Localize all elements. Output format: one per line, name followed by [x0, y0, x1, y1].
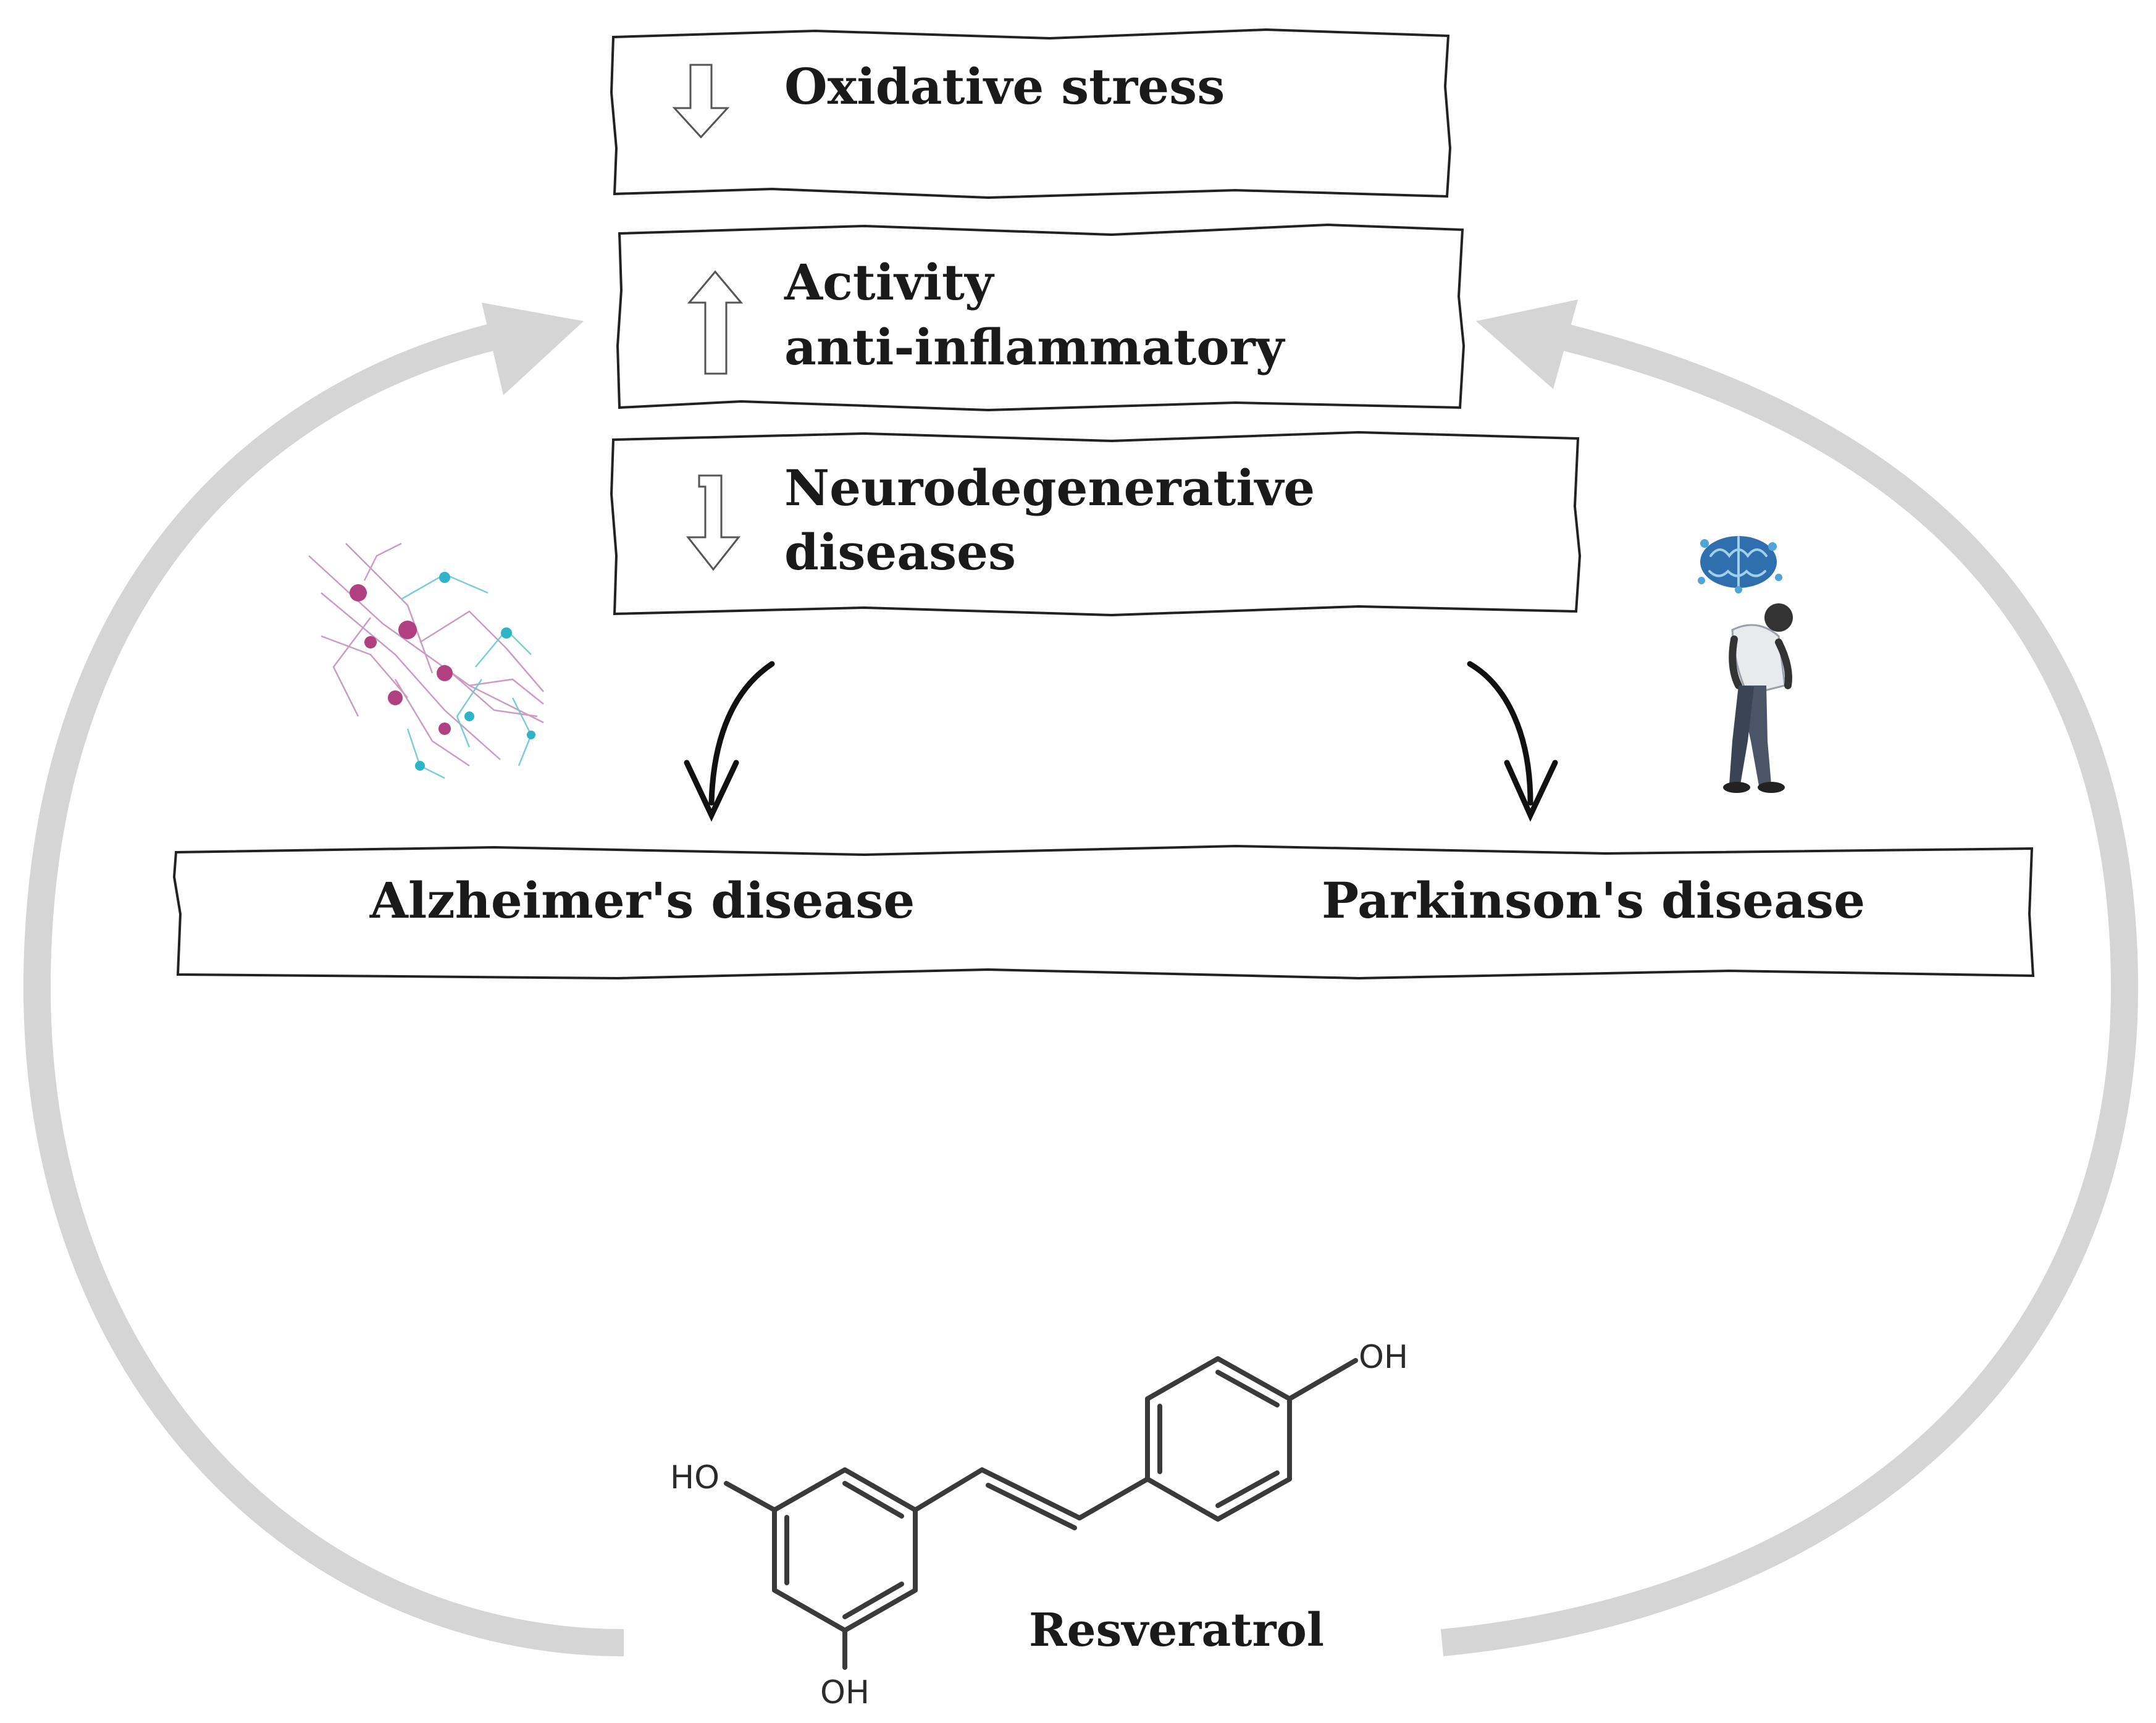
oh-top-bond	[1287, 1358, 1358, 1401]
left-benzene-ring	[772, 1467, 918, 1633]
activity-label-line1: Activity	[784, 253, 995, 311]
alzheimers-label: Alzheimer's disease	[369, 871, 915, 929]
neuron-body	[364, 636, 377, 648]
resveratrol-structure	[724, 1356, 1358, 1670]
neuro-label-line2: diseases	[784, 523, 1016, 581]
neuro-label-line1: Neurodegenerative	[784, 459, 1315, 517]
right-benzene-ring	[1145, 1356, 1292, 1522]
right-cycle-arrow	[1440, 323, 2139, 1656]
glia-body	[415, 761, 425, 771]
arrow-to-parkinsons	[1467, 661, 1533, 806]
cycle-arrows	[23, 300, 2139, 1656]
oxidative-stress-label: Oxidative stress	[784, 57, 1225, 115]
disease-arrows	[684, 661, 1558, 822]
left-cycle-arrow	[23, 323, 624, 1656]
walking-person-figure	[1723, 603, 1793, 793]
arrow-to-parkinsons-head	[1504, 760, 1558, 822]
left-cycle-arrowhead	[482, 303, 584, 395]
ho-bond	[724, 1481, 777, 1512]
hollow-down-arrow-icon-2	[686, 474, 741, 571]
right-cycle-arrowhead	[1476, 300, 1578, 389]
diseases-box-outline	[172, 844, 2035, 980]
glia-body	[527, 731, 535, 739]
activity-box: Activity anti-inflammatory	[616, 223, 1466, 412]
oxidative-stress-box: Oxidative stress	[610, 28, 1452, 199]
neuron-body	[437, 665, 453, 681]
neuron-body	[388, 690, 403, 705]
oh-top-label: OH	[1359, 1339, 1408, 1376]
activity-label-line2: anti-inflammatory	[784, 318, 1286, 376]
activity-box-outline	[616, 223, 1466, 412]
hollow-down-arrow-icon	[672, 64, 730, 139]
arrow-to-alzheimers	[708, 661, 775, 806]
neuron-body	[350, 584, 367, 602]
brain-icon	[1698, 536, 1782, 593]
oxidative-box-outline	[610, 28, 1452, 199]
parkinsons-label: Parkinson's disease	[1322, 871, 1865, 929]
neurodegenerative-box: Neurodegenerative diseases	[610, 430, 1582, 617]
hollow-up-arrow-icon	[687, 270, 744, 375]
diseases-box: Alzheimer's disease Parkinson's disease	[172, 844, 2035, 980]
ho-left-label: HO	[670, 1459, 719, 1496]
glia-body	[464, 711, 474, 721]
glia-body	[501, 627, 512, 639]
person-with-brain-icon	[1698, 536, 1793, 793]
arrow-to-alzheimers-head	[684, 760, 739, 822]
neuron-body	[438, 723, 451, 735]
neuro-box-outline	[610, 430, 1582, 617]
oh-bottom-label: OH	[820, 1674, 870, 1711]
glia-body	[439, 572, 450, 583]
neuron-body	[398, 621, 417, 639]
resveratrol-label: Resveratrol	[1029, 1604, 1324, 1657]
neuron-network-icon	[308, 542, 544, 779]
